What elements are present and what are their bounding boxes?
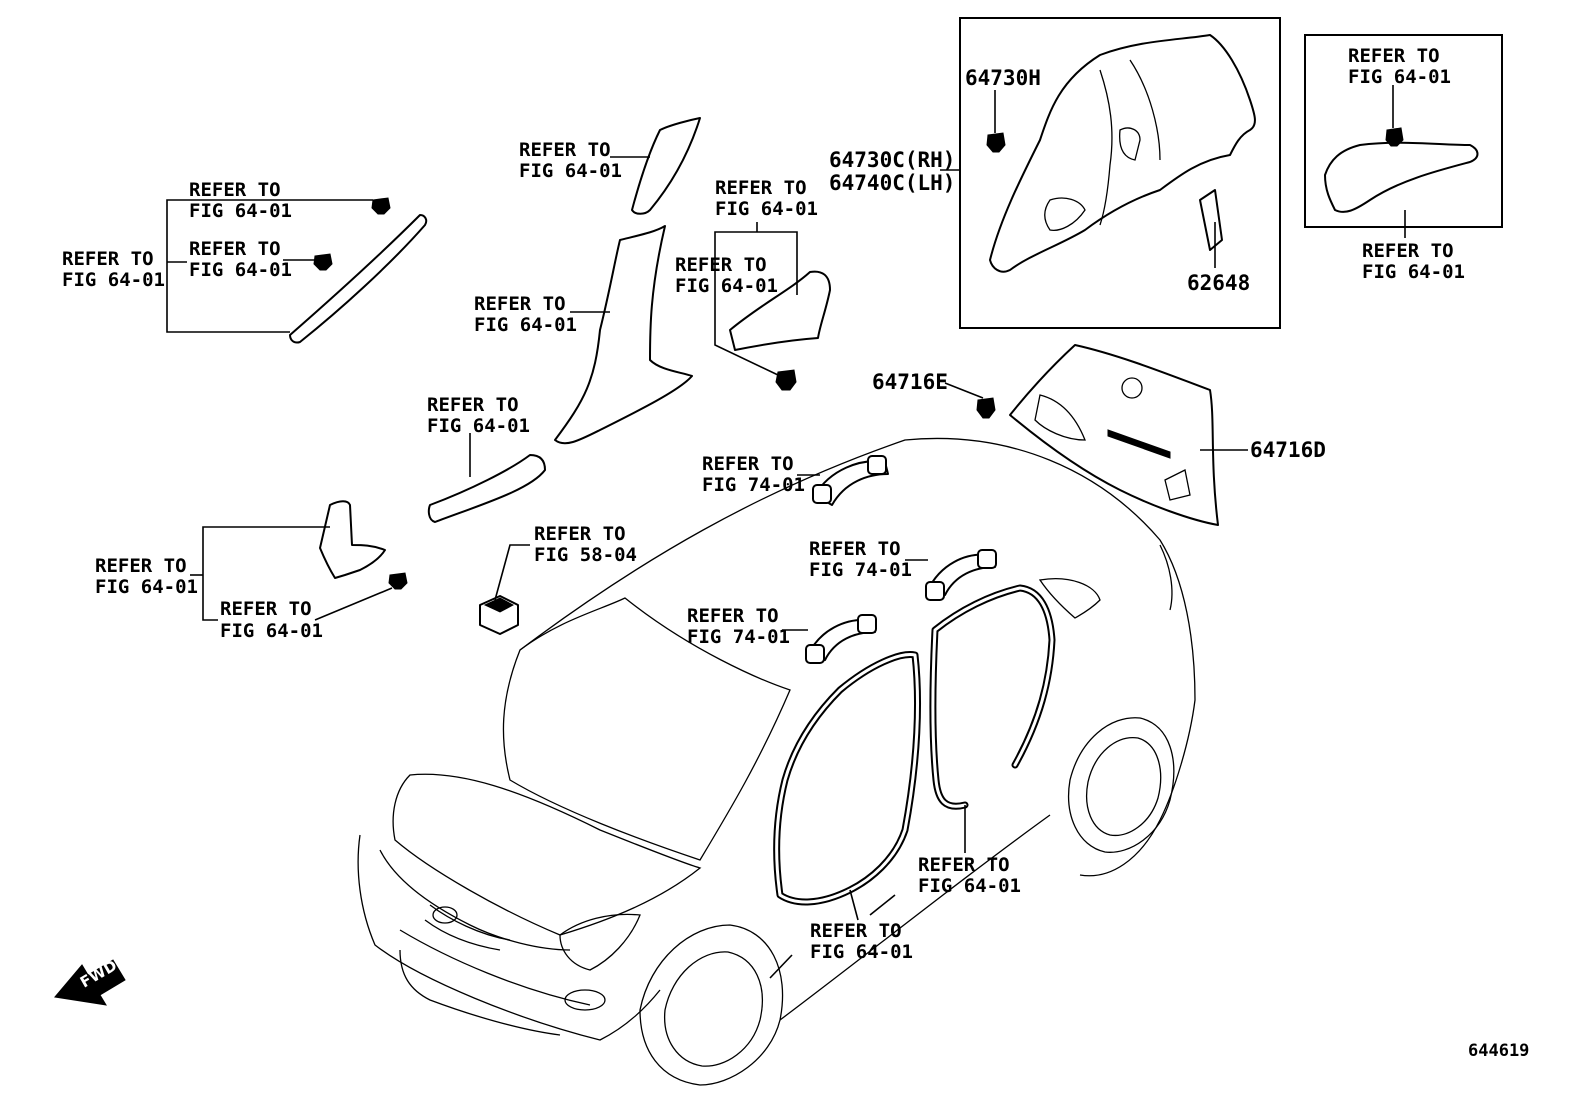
- label-fig-74-01: FIG 74-01: [809, 559, 912, 581]
- label-refer-to: REFER TO: [474, 293, 566, 315]
- label-refer-to: REFER TO: [534, 523, 626, 545]
- rear-door-seal: [929, 584, 1056, 810]
- label-fig-64-01: FIG 64-01: [220, 620, 323, 642]
- label-fig-64-01: FIG 64-01: [95, 576, 198, 598]
- clip-icon: [1385, 127, 1404, 147]
- front-scuff-plate: [427, 454, 546, 523]
- clip-icon: [388, 572, 408, 590]
- label-fig-64-01: FIG 64-01: [715, 198, 818, 220]
- assist-grip-rear: [925, 549, 997, 601]
- diagram-id: 644619: [1468, 1041, 1529, 1061]
- part-number-64716e: 64716E: [872, 370, 948, 394]
- inset-quarter-trim: [959, 17, 1281, 329]
- label-refer-to: REFER TO: [918, 854, 1010, 876]
- label-fig-64-01: FIG 64-01: [918, 875, 1021, 897]
- label-fig-64-01: FIG 64-01: [62, 269, 165, 291]
- label-fig-64-01: FIG 64-01: [189, 200, 292, 222]
- label-refer-to: REFER TO: [687, 605, 779, 627]
- module-box: [479, 595, 519, 635]
- part-number-64730c: 64730C(RH): [829, 148, 955, 172]
- front-door-seal: [773, 651, 921, 906]
- clip-icon: [976, 397, 996, 419]
- label-fig-58-04: FIG 58-04: [534, 544, 637, 566]
- label-fig-64-01: FIG 64-01: [1348, 66, 1451, 88]
- back-door-trim-panel: [1009, 344, 1219, 526]
- cowl-side-trim: [319, 500, 386, 579]
- clip-icon: [986, 132, 1006, 153]
- rear-side-panel: [1324, 141, 1479, 213]
- label-fig-64-01: FIG 64-01: [1362, 261, 1465, 283]
- label-refer-to: REFER TO: [1362, 240, 1454, 262]
- label-refer-to: REFER TO: [189, 179, 281, 201]
- center-pillar-upper: [631, 117, 701, 215]
- label-refer-to: REFER TO: [189, 238, 281, 260]
- center-pillar-lower: [554, 225, 693, 445]
- label-fig-64-01: FIG 64-01: [189, 259, 292, 281]
- clip-icon: [371, 197, 391, 215]
- label-refer-to: REFER TO: [702, 453, 794, 475]
- part-numbers: 64730H 64730C(RH) 64740C(LH) 62648 64716…: [829, 66, 1326, 462]
- vehicle-body: [357, 437, 1196, 1086]
- label-fig-64-01: FIG 64-01: [519, 160, 622, 182]
- assist-grip-roof: [812, 455, 889, 506]
- callout-labels: REFER TO FIG 64-01 REFER TO FIG 64-01 RE…: [62, 45, 1465, 963]
- label-refer-to: REFER TO: [519, 139, 611, 161]
- part-number-64740c: 64740C(LH): [829, 171, 955, 195]
- label-fig-64-01: FIG 64-01: [810, 941, 913, 963]
- leader-lines: [166, 85, 1406, 979]
- part-number-64716d: 64716D: [1250, 438, 1326, 462]
- quarter-trim-panel: [989, 34, 1256, 273]
- front-pillar-garnish: [289, 214, 428, 344]
- label-refer-to: REFER TO: [220, 598, 312, 620]
- label-refer-to: REFER TO: [427, 394, 519, 416]
- clip-icon: [775, 369, 797, 391]
- quarter-trim-upper: [729, 270, 831, 351]
- label-refer-to: REFER TO: [810, 920, 902, 942]
- label-refer-to: REFER TO: [675, 254, 767, 276]
- label-fig-74-01: FIG 74-01: [687, 626, 790, 648]
- clip-icon: [313, 253, 333, 271]
- label-refer-to: REFER TO: [1348, 45, 1440, 67]
- label-refer-to: REFER TO: [715, 177, 807, 199]
- label-fig-64-01: FIG 64-01: [675, 275, 778, 297]
- label-fig-74-01: FIG 74-01: [702, 474, 805, 496]
- label-fig-64-01: FIG 64-01: [474, 314, 577, 336]
- part-number-62648: 62648: [1187, 271, 1250, 295]
- assist-grip-front: [805, 614, 877, 664]
- label-refer-to: REFER TO: [62, 248, 154, 270]
- label-fig-64-01: FIG 64-01: [427, 415, 530, 437]
- part-number-64730h: 64730H: [965, 66, 1041, 90]
- label-refer-to: REFER TO: [809, 538, 901, 560]
- label-refer-to: REFER TO: [95, 555, 187, 577]
- inset-rear-panel: [1304, 34, 1503, 228]
- fwd-arrow-icon: FWD: [54, 956, 126, 1006]
